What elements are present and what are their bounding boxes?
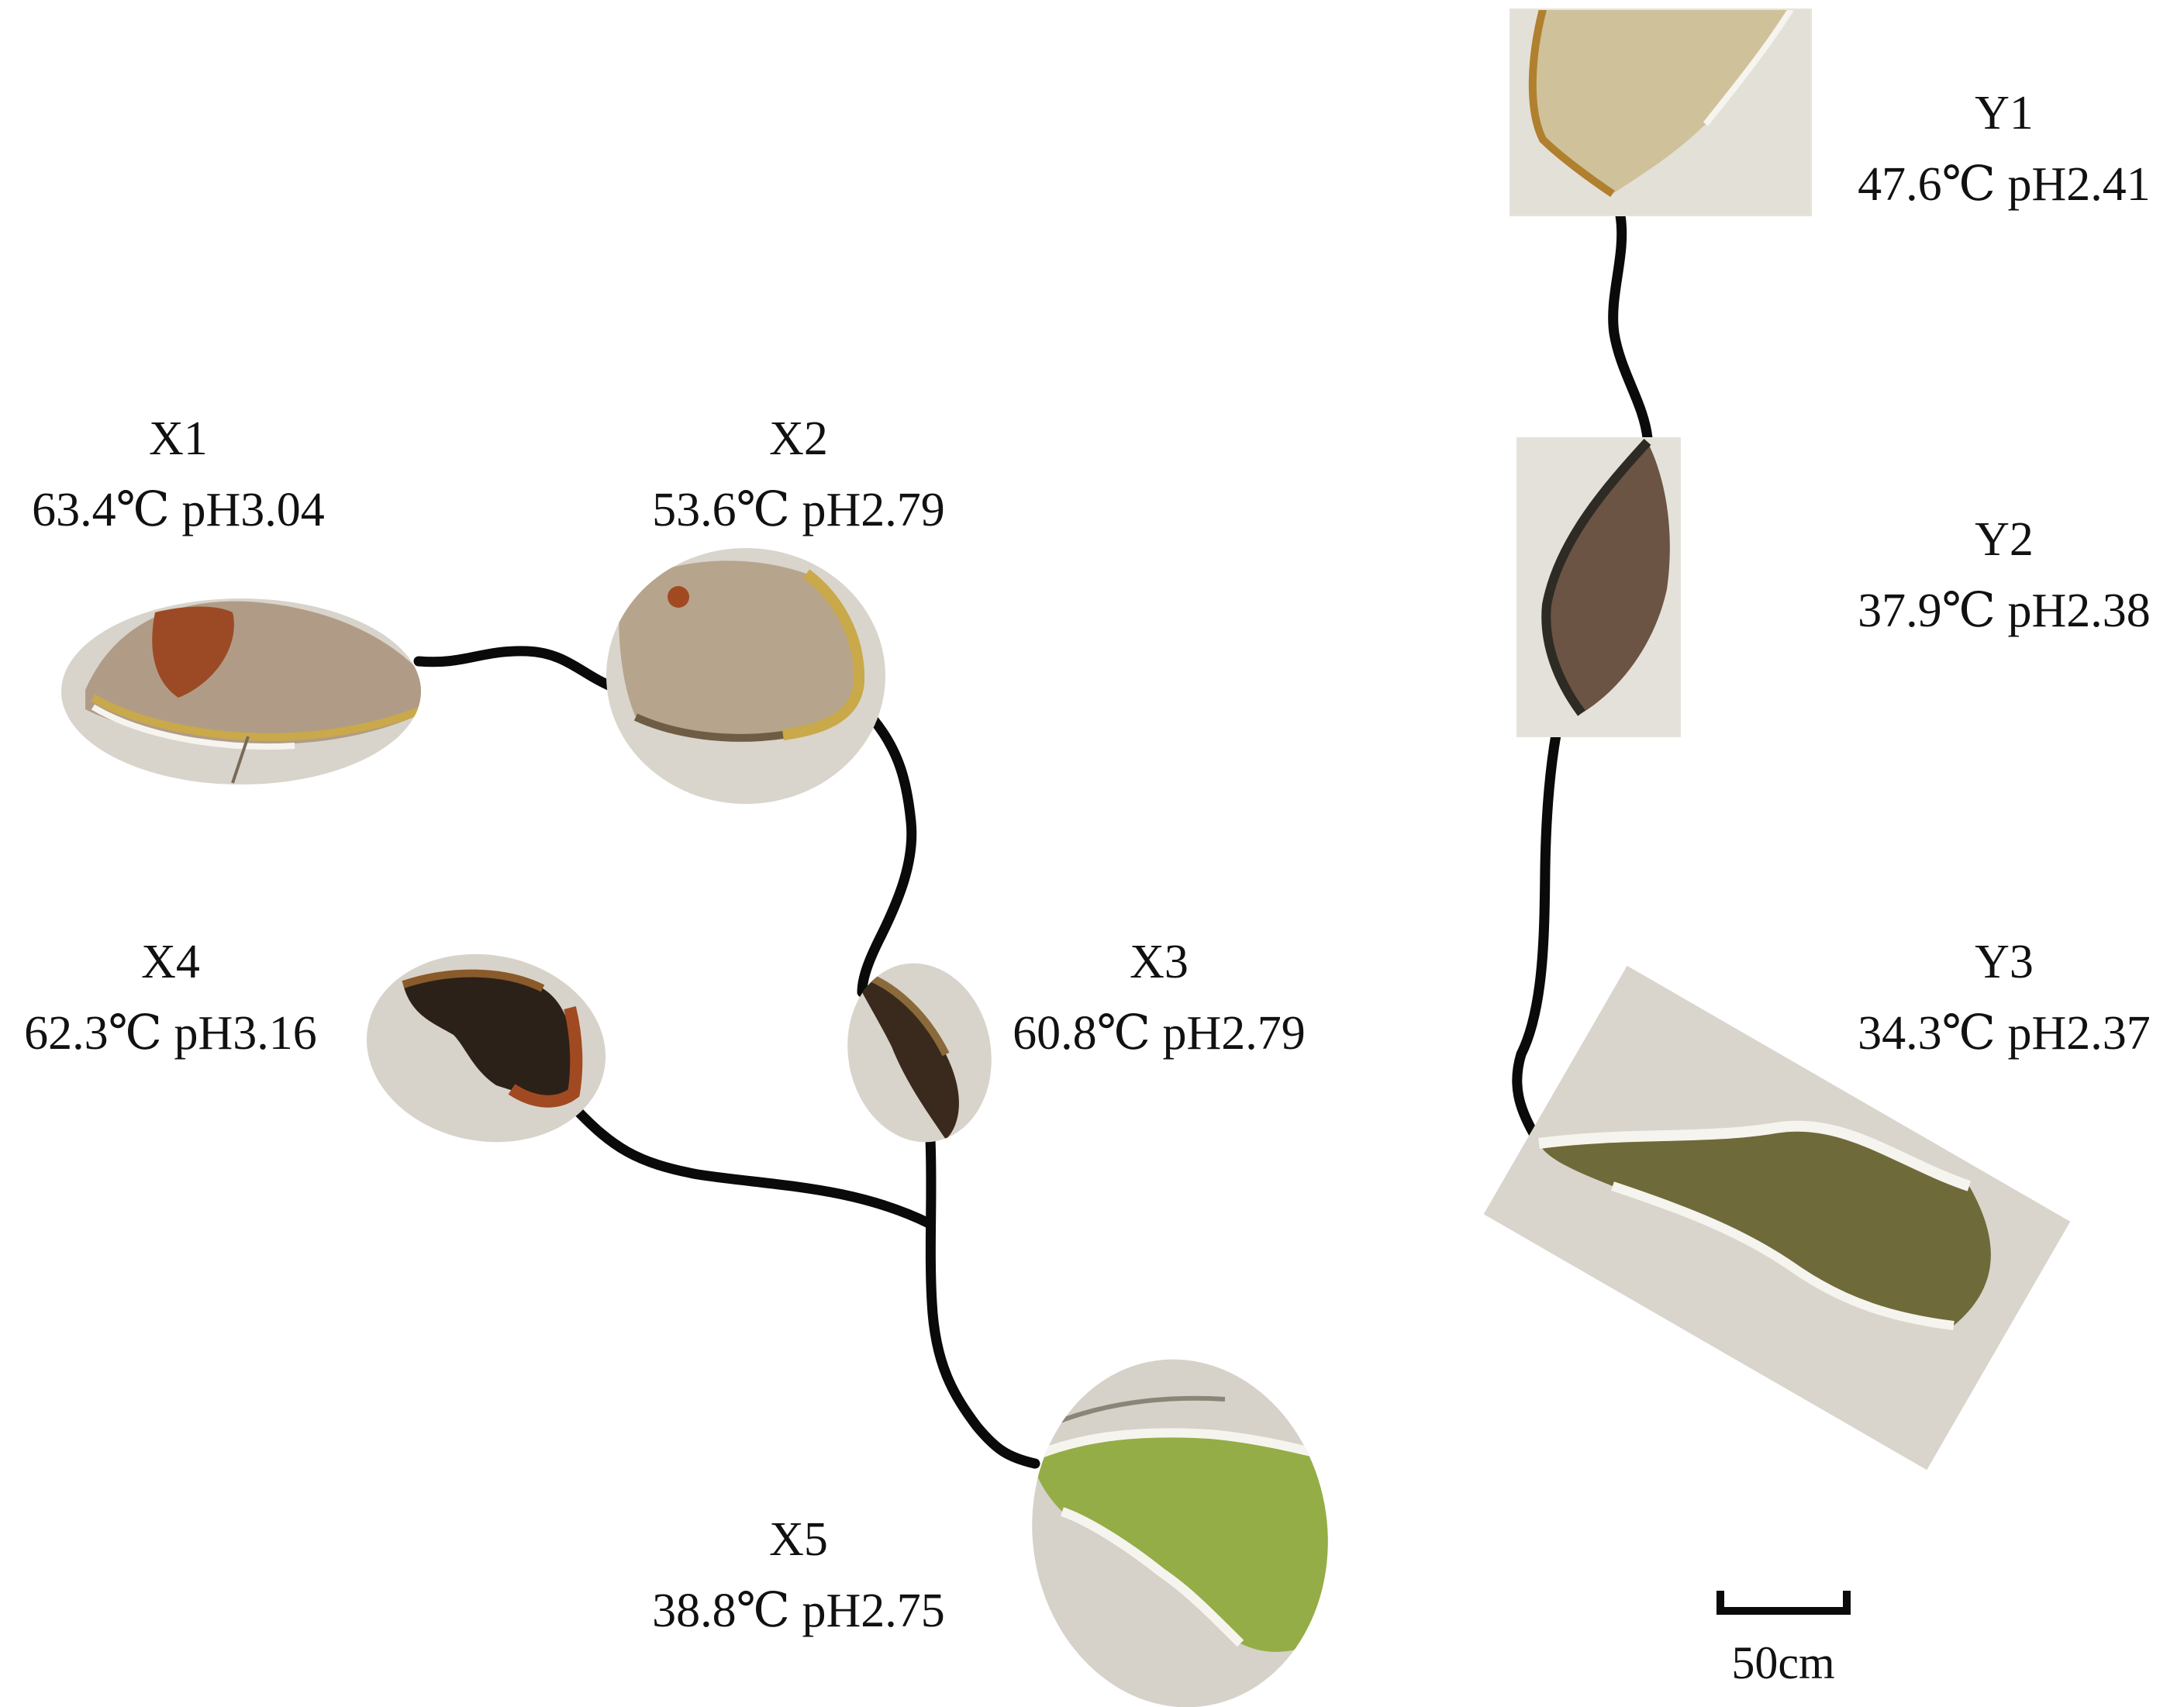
pool-reading-y3: 34.3℃ pH2.37 xyxy=(1858,1007,2151,1060)
pool-x2-photo xyxy=(606,548,885,804)
pool-reading-y2: 37.9℃ pH2.38 xyxy=(1858,585,2151,637)
scale-bar xyxy=(1716,1591,1851,1615)
pool-x5-photo xyxy=(1023,1349,1341,1707)
pool-y1-photo xyxy=(1510,9,1811,216)
pool-name-y2: Y2 xyxy=(1975,513,2034,566)
channel-x3-x5 xyxy=(925,1134,1040,1469)
channel-x1-x2 xyxy=(413,646,618,692)
label-x5: X5 38.8℃ pH2.75 xyxy=(636,1504,961,1647)
pool-reading-y1: 47.6℃ pH2.41 xyxy=(1858,158,2151,211)
pool-x1-photo xyxy=(61,598,421,785)
channels xyxy=(413,210,1653,1469)
pool-name-x3: X3 xyxy=(1130,936,1189,988)
label-y2: Y2 37.9℃ pH2.38 xyxy=(1841,504,2167,647)
channel-y2-y3 xyxy=(1512,729,1561,1139)
label-y1: Y1 47.6℃ pH2.41 xyxy=(1841,78,2167,220)
pool-name-x1: X1 xyxy=(149,412,208,465)
pool-name-x2: X2 xyxy=(769,412,828,465)
pool-reading-x5: 38.8℃ pH2.75 xyxy=(652,1585,945,1637)
pool-reading-x3: 60.8℃ pH2.79 xyxy=(1013,1007,1306,1060)
label-x1: X1 63.4℃ pH3.04 xyxy=(16,403,341,546)
scale-bar-label: 50cm xyxy=(1731,1637,1835,1688)
channel-x4-junction xyxy=(570,1103,934,1229)
label-x3: X3 60.8℃ pH2.79 xyxy=(996,926,1322,1069)
label-x2: X2 53.6℃ pH2.79 xyxy=(636,403,961,546)
pool-x4-photo xyxy=(357,946,620,1155)
pool-name-y1: Y1 xyxy=(1975,87,2034,140)
pool-reading-x1: 63.4℃ pH3.04 xyxy=(32,484,325,536)
channel-y1-y2 xyxy=(1608,210,1653,443)
pool-name-x4: X4 xyxy=(141,936,200,988)
pool-name-x5: X5 xyxy=(769,1513,828,1566)
pool-reading-x4: 62.3℃ pH3.16 xyxy=(24,1007,317,1060)
pool-name-y3: Y3 xyxy=(1975,936,2034,988)
label-x4: X4 62.3℃ pH3.16 xyxy=(8,926,333,1069)
label-y3: Y3 34.3℃ pH2.37 xyxy=(1841,926,2167,1069)
channel-x2-x3 xyxy=(857,716,917,998)
pool-reading-x2: 53.6℃ pH2.79 xyxy=(652,484,945,536)
pool-y2-photo xyxy=(1517,438,1680,736)
